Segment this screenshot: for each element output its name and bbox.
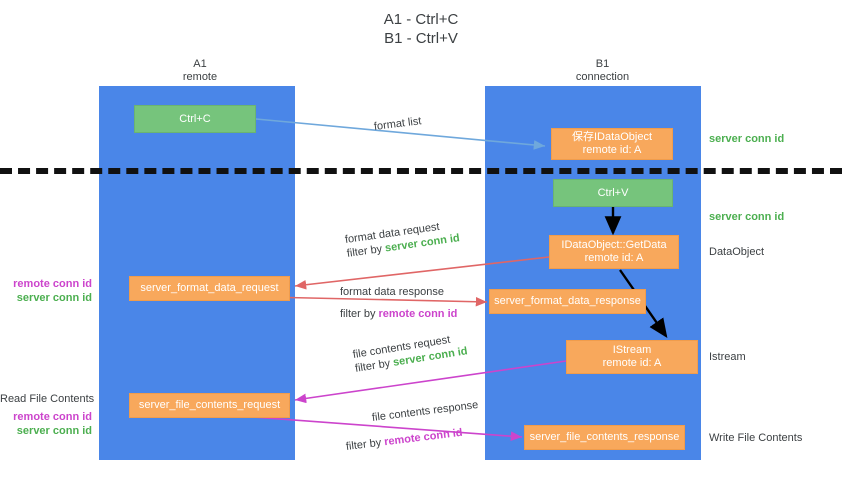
phase-separator xyxy=(0,168,842,174)
node-server-file-contents-request[interactable]: server_file_contents_request xyxy=(129,393,290,418)
edge-label-format-data-response-filter: filter by remote conn id xyxy=(340,307,457,321)
node-server-file-contents-response-label: server_file_contents_response xyxy=(529,431,680,443)
node-getdata-remote-id: remote id: A xyxy=(584,252,644,264)
left-label-remote-conn-id-1: remote conn id xyxy=(13,278,92,290)
edge-label-format-data-response-text: format data response xyxy=(340,286,444,298)
column-b1-sub: connection xyxy=(575,71,630,83)
page-title: A1 - Ctrl+C B1 - Ctrl+V xyxy=(0,10,842,48)
right-label-server-conn-id-top: server conn id xyxy=(709,133,785,145)
title-line-2: B1 - Ctrl+V xyxy=(384,30,458,47)
right-label-istream: Istream xyxy=(709,351,746,363)
left-label-conn-ids-format: remote conn id server conn id xyxy=(0,277,92,305)
node-istream-remote-id: remote id: A xyxy=(602,357,662,369)
column-b1-name: B1 xyxy=(595,58,610,70)
right-label-dataobject: DataObject xyxy=(709,246,765,258)
node-ctrl-c-label: Ctrl+C xyxy=(179,112,211,125)
column-header-a1: A1 remote xyxy=(140,58,260,84)
node-server-format-data-response-label: server_format_data_response xyxy=(494,295,641,307)
node-istream-label: IStream xyxy=(612,344,652,356)
column-header-b1: B1 connection xyxy=(535,58,670,84)
node-server-file-contents-response[interactable]: server_file_contents_response xyxy=(524,425,685,450)
filter-prefix: filter by xyxy=(340,308,379,320)
left-label-read-file-contents-group: Read File Contents remote conn id server… xyxy=(0,392,95,438)
right-label-server-conn-id-mid: server conn id xyxy=(709,211,785,223)
node-server-format-data-response[interactable]: server_format_data_response xyxy=(489,289,646,314)
node-ctrl-c[interactable]: Ctrl+C xyxy=(134,105,256,133)
filter-prefix: filter by xyxy=(346,242,386,260)
left-label-server-conn-id-1: server conn id xyxy=(16,292,92,304)
title-line-1: A1 - Ctrl+C xyxy=(383,11,459,28)
node-server-format-data-request[interactable]: server_format_data_request xyxy=(129,276,290,301)
node-idataobject-getdata[interactable]: IDataObject::GetData remote id: A xyxy=(549,235,679,269)
node-server-file-contents-request-label: server_file_contents_request xyxy=(138,399,281,411)
edge-label-format-data-request: format data request filter by server con… xyxy=(344,217,461,261)
edge-label-format-data-response: format data response filter by remote co… xyxy=(340,285,457,321)
node-server-format-data-request-label: server_format_data_request xyxy=(140,282,279,294)
node-save-idataobject[interactable]: 保存IDataObject remote id: A xyxy=(551,128,673,160)
right-label-write-file-contents: Write File Contents xyxy=(709,432,803,444)
node-istream[interactable]: IStream remote id: A xyxy=(566,340,698,374)
left-label-server-conn-id-2: server conn id xyxy=(16,425,92,437)
column-a1-sub: remote xyxy=(182,71,218,83)
filter-value-remote-conn-id: remote conn id xyxy=(378,308,458,320)
edge-label-file-contents-request: file contents request filter by server c… xyxy=(352,330,469,375)
filter-prefix: filter by xyxy=(345,436,385,453)
edge-label-file-contents-response-filter: filter by remote conn id xyxy=(345,426,463,454)
column-a1-name: A1 xyxy=(193,58,207,70)
node-getdata-label: IDataObject::GetData xyxy=(561,239,667,251)
filter-value-remote-conn-id: remote conn id xyxy=(383,426,464,449)
edge-label-format-list-text: format list xyxy=(373,115,423,133)
left-label-remote-conn-id-2: remote conn id xyxy=(13,411,92,423)
edge-label-format-list: format list xyxy=(373,114,422,134)
edge-label-file-contents-response: file contents response xyxy=(371,398,479,425)
left-label-read-file-contents: Read File Contents xyxy=(0,393,95,405)
edge-label-file-contents-response-text: file contents response xyxy=(371,399,479,424)
node-ctrl-v-label: Ctrl+V xyxy=(597,186,629,199)
node-ctrl-v[interactable]: Ctrl+V xyxy=(553,179,673,207)
node-save-idataobject-remote-id: remote id: A xyxy=(582,144,642,156)
node-save-idataobject-label: 保存IDataObject xyxy=(571,131,653,143)
